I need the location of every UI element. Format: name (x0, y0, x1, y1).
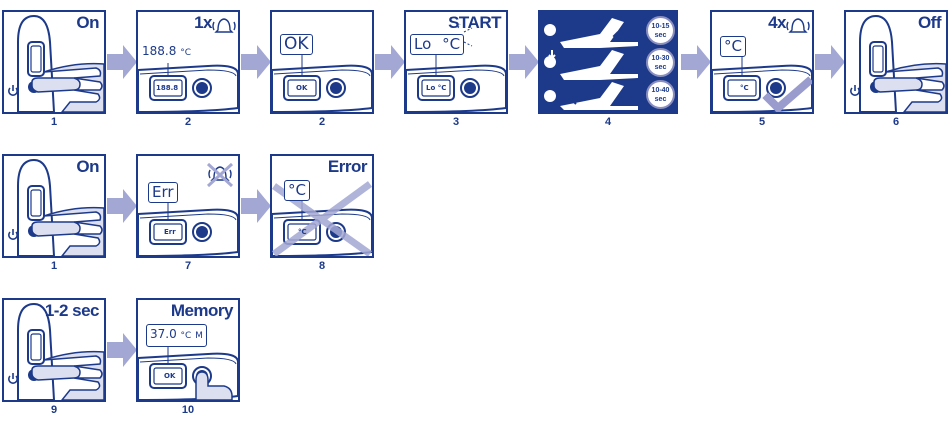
checkmark-icon (762, 76, 812, 112)
device-screen-text: °C (740, 84, 749, 92)
panel-step-5-done: 4x °C °C (710, 10, 814, 114)
step-number: 10 (181, 404, 195, 416)
panel-step-10-memory: Memory 37.0 °C M OK (136, 298, 240, 402)
arrow-right-icon (107, 333, 137, 367)
step-number: 5 (758, 116, 766, 128)
arrow-right-icon (107, 45, 137, 79)
lcd-unit: °C (180, 48, 191, 58)
arrow-right-icon (375, 45, 405, 79)
thermometer-side-illustration (138, 162, 238, 256)
lcd-display: OK (280, 34, 313, 55)
step-number: 4 (604, 116, 612, 128)
lcd-value: 188.8 (142, 44, 177, 58)
lcd-unit: °C (442, 35, 461, 53)
step-number: 8 (318, 260, 326, 272)
device-screen-text: 188.8 (156, 84, 179, 92)
panel-label: On (76, 157, 99, 176)
panel-step-9-hold: 1-2 sec (2, 298, 106, 402)
lcd-display: °C (720, 36, 746, 57)
lcd-value: Lo (414, 35, 432, 53)
arrow-right-icon (681, 45, 711, 79)
time-badge: 10-40 sec (646, 80, 675, 109)
device-screen-text: Err (164, 228, 176, 236)
time-badge: 10-15 sec (646, 16, 675, 45)
thermometer-side-illustration (138, 341, 238, 400)
device-screen-text: OK (164, 372, 176, 380)
panel-label: On (76, 13, 99, 32)
panel-label: 4x (768, 13, 786, 32)
arrow-right-icon (509, 45, 539, 79)
thermometer-side-illustration (406, 23, 506, 112)
arrow-right-icon (815, 45, 845, 79)
step-number: 1 (50, 260, 58, 272)
lcd-display: Err (148, 182, 178, 203)
lcd-display: 37.0 °C M (146, 324, 207, 347)
step-number: 2 (184, 116, 192, 128)
time-badge-text: 10-30 (651, 55, 670, 62)
bell-icon (786, 18, 810, 33)
lcd-display: Lo °C (410, 34, 465, 55)
bell-icon (212, 18, 236, 33)
panel-label: Memory (170, 301, 234, 320)
time-badge-text: sec (654, 64, 667, 71)
panel-label: Error (327, 157, 368, 176)
time-badge: 10-30 sec (646, 48, 675, 77)
step-number: 9 (50, 404, 58, 416)
lcd-display: °C (284, 180, 310, 201)
lcd-mode: M (195, 331, 203, 341)
time-badge-text: 10-15 (651, 23, 670, 30)
bell-muted-icon (206, 162, 234, 188)
time-badge-text: sec (654, 32, 667, 39)
lcd-value: 37.0 (150, 327, 177, 341)
thermometer-side-illustration (138, 18, 238, 112)
panel-step-6-off: Off (844, 10, 948, 114)
arrow-right-icon (107, 189, 137, 223)
panel-step-8-error: Error °C °C (270, 154, 374, 258)
time-badge-text: sec (654, 96, 667, 103)
step-number: 2 (318, 116, 326, 128)
time-badge-text: 10-40 (651, 87, 670, 94)
thermometer-side-illustration (712, 18, 812, 112)
device-screen-text: Lo °C (426, 84, 447, 92)
flashing-rays-icon (457, 23, 473, 47)
step-number: 7 (184, 260, 192, 272)
panel-step-7-error-display: Err Err (136, 154, 240, 258)
finger-icon (195, 371, 233, 400)
measurement-positions-illustration (544, 18, 638, 110)
lcd-display: 188.8 °C (142, 42, 191, 63)
device-screen-text: OK (296, 84, 308, 92)
step-number: 6 (892, 116, 900, 128)
panel-step-3-start: START Lo °C Lo °C (404, 10, 508, 114)
panel-step-2-beep: 1x 188.8 °C 188.8 (136, 10, 240, 114)
arrow-right-icon (241, 45, 271, 79)
panel-label: 1x (194, 13, 212, 32)
lcd-unit: °C (180, 331, 192, 341)
thermometer-side-illustration (272, 53, 372, 112)
panel-step-4-timing: 10-15 sec 10-30 sec 10-40 sec (538, 10, 678, 114)
panel-step-1-on: On (2, 10, 106, 114)
panel-label: Off (917, 13, 942, 32)
step-number: 3 (452, 116, 460, 128)
step-number: 1 (50, 116, 58, 128)
panel-label: START (448, 13, 501, 32)
panel-step-1-on: On (2, 154, 106, 258)
device-screen-text: °C (298, 228, 307, 236)
panel-step-2-ok: OK OK (270, 10, 374, 114)
panel-label: 1-2 sec (44, 301, 100, 320)
arrow-right-icon (241, 189, 271, 223)
